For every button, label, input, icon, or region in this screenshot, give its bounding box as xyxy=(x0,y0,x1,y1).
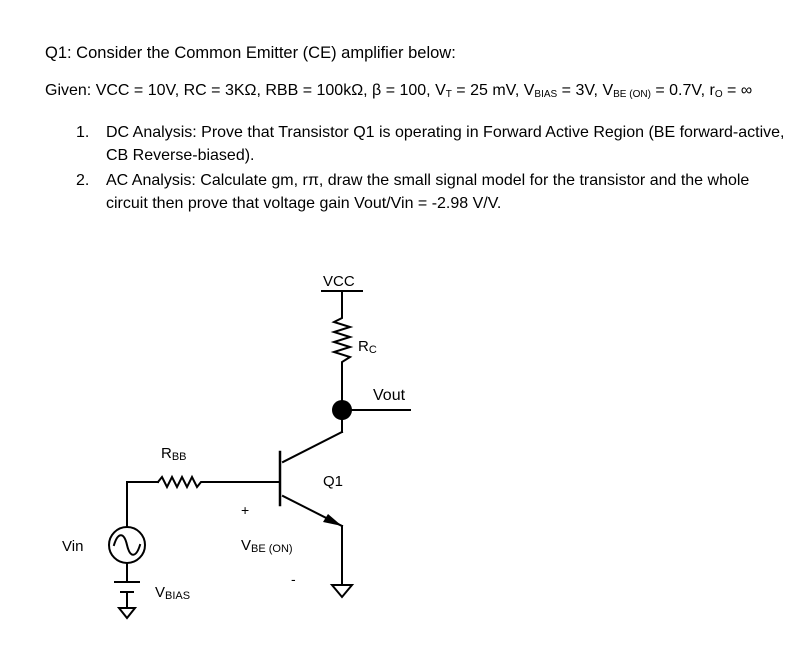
question-title: Q1: Consider the Common Emitter (CE) amp… xyxy=(45,44,456,62)
task-number: 2. xyxy=(76,172,90,189)
plus-sign: + xyxy=(241,502,249,518)
vt-value: = 25 mV, V xyxy=(451,82,535,99)
vt-subscript: T xyxy=(445,89,452,100)
task-text: DC Analysis: Prove that Transistor Q1 is… xyxy=(106,124,785,164)
vin-label: Vin xyxy=(62,538,83,555)
minus-sign: - xyxy=(291,571,296,587)
task-number: 1. xyxy=(76,124,90,141)
ro-subscript: O xyxy=(714,89,723,100)
vbias-label: VBIAS xyxy=(155,584,190,602)
vbe-label: VBE (ON) xyxy=(241,537,293,555)
rbb-letter: R xyxy=(161,445,172,462)
vbias-subscript: BIAS xyxy=(534,89,558,100)
rc-label: RC xyxy=(358,338,377,356)
vbe-value: = 0.7V, r xyxy=(650,82,715,99)
ro-value: = ∞ xyxy=(722,82,753,99)
vbe-letter: V xyxy=(241,537,251,554)
vbe-subscript: BE (ON) xyxy=(251,543,293,555)
rc-resistor xyxy=(330,311,354,369)
given-prefix: Given: VCC = 10V, RC = 3KΩ, RBB = 100kΩ,… xyxy=(45,82,446,99)
vbe-subscript: BE (ON) xyxy=(613,89,651,100)
collector-lead xyxy=(281,430,344,464)
vout-label: Vout xyxy=(373,387,406,404)
emitter-arrow-icon xyxy=(323,514,342,526)
vbias-letter: V xyxy=(155,584,165,601)
task-list: 1. DC Analysis: Prove that Transistor Q1… xyxy=(76,121,786,217)
task-text: AC Analysis: Calculate gm, rπ, draw the … xyxy=(106,172,750,212)
q1-label: Q1 xyxy=(323,473,343,490)
vbias-value: = 3V, V xyxy=(557,82,614,99)
rbb-label: RBB xyxy=(161,445,187,463)
rc-letter: R xyxy=(358,338,369,355)
vout-node-dot xyxy=(332,400,352,420)
ground-icon xyxy=(116,607,138,620)
task-item-ac: 2. AC Analysis: Calculate gm, rπ, draw t… xyxy=(76,169,786,215)
vcc-label: VCC xyxy=(323,273,355,290)
sine-icon xyxy=(112,534,142,556)
task-item-dc: 1. DC Analysis: Prove that Transistor Q1… xyxy=(76,121,786,167)
rbb-resistor xyxy=(156,474,206,490)
rc-subscript: C xyxy=(369,344,377,356)
ground-icon xyxy=(329,584,355,599)
given-values: Given: VCC = 10V, RC = 3KΩ, RBB = 100kΩ,… xyxy=(45,82,752,100)
rbb-subscript: BB xyxy=(172,451,187,463)
vbias-subscript: BIAS xyxy=(165,590,190,602)
